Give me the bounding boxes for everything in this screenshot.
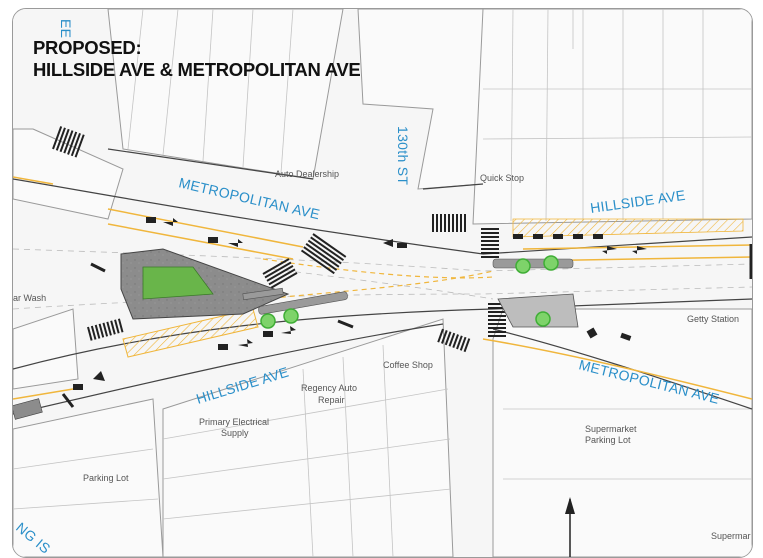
tree-icon <box>260 313 276 329</box>
map-frame: METROPOLITAN AVE HILLSIDE AVE HILLSIDE A… <box>12 8 753 558</box>
place-label-primary-electrical-1: Primary Electrical <box>199 417 269 427</box>
median-island-left <box>242 287 284 301</box>
crosswalks <box>52 126 506 353</box>
arrow-right-icon <box>281 326 296 334</box>
bike-symbol-icon <box>218 344 228 350</box>
place-label-regency-auto-2: Repair <box>318 395 345 405</box>
north-arrow-icon <box>565 497 575 557</box>
pedestrian-island-right <box>497 293 579 328</box>
place-label-quick-stop: Quick Stop <box>480 173 524 183</box>
turn-arrow-icon <box>383 239 393 247</box>
hatched-buffer-right <box>512 218 744 238</box>
street-label-edge-top: EE <box>58 19 74 38</box>
place-label-coffee-shop: Coffee Shop <box>383 360 433 370</box>
street-label-130th: 130th ST <box>395 126 411 185</box>
arrow-left-icon <box>632 246 647 254</box>
lane-markings <box>73 217 647 390</box>
crossing-path-lines <box>262 258 494 300</box>
tree-icon <box>515 258 531 274</box>
arrow-right-icon <box>163 218 178 226</box>
place-label-supermarket-parking-1: Supermarket <box>585 424 637 434</box>
building-outlines <box>13 9 752 557</box>
place-label-regency-auto-1: Regency Auto <box>301 383 357 393</box>
tree-icon <box>283 308 299 324</box>
place-label-supermarket-edge: Supermar <box>711 531 751 541</box>
intersection-plan: METROPOLITAN AVE HILLSIDE AVE HILLSIDE A… <box>13 9 752 557</box>
plan-title-line2: HILLSIDE AVE & METROPOLITAN AVE <box>33 59 361 80</box>
arrow-right-icon <box>228 239 243 247</box>
stop-bars <box>61 244 752 408</box>
tree-icon <box>543 255 559 271</box>
lane-lines <box>13 248 752 310</box>
plaza-greenspace <box>142 266 214 300</box>
plan-title-line1: PROPOSED: <box>33 37 142 58</box>
bike-symbol-icon <box>208 237 218 243</box>
hatched-buffer-left <box>122 308 259 358</box>
tree-icon <box>535 311 551 327</box>
place-label-parking-lot: Parking Lot <box>83 473 129 483</box>
place-label-car-wash: ar Wash <box>13 293 46 303</box>
median-island-mid <box>258 291 348 315</box>
arrow-right-icon <box>238 339 253 347</box>
place-label-getty-station: Getty Station <box>687 314 739 324</box>
arrow-left-icon <box>602 246 617 254</box>
turn-arrow-icon <box>93 371 105 381</box>
parcel-lines <box>13 9 752 557</box>
place-label-supermarket-parking-2: Parking Lot <box>585 435 631 445</box>
median-island-right <box>492 258 574 269</box>
street-trees <box>260 255 559 329</box>
place-label-primary-electrical-2: Supply <box>221 428 249 438</box>
plan-title: PROPOSED: HILLSIDE AVE & METROPOLITAN AV… <box>33 37 361 81</box>
island-fragment-left <box>13 398 43 420</box>
place-label-auto-dealership: Auto Dealership <box>275 169 339 179</box>
bike-symbol-icon <box>146 217 156 223</box>
bike-symbol-icon <box>263 331 273 337</box>
